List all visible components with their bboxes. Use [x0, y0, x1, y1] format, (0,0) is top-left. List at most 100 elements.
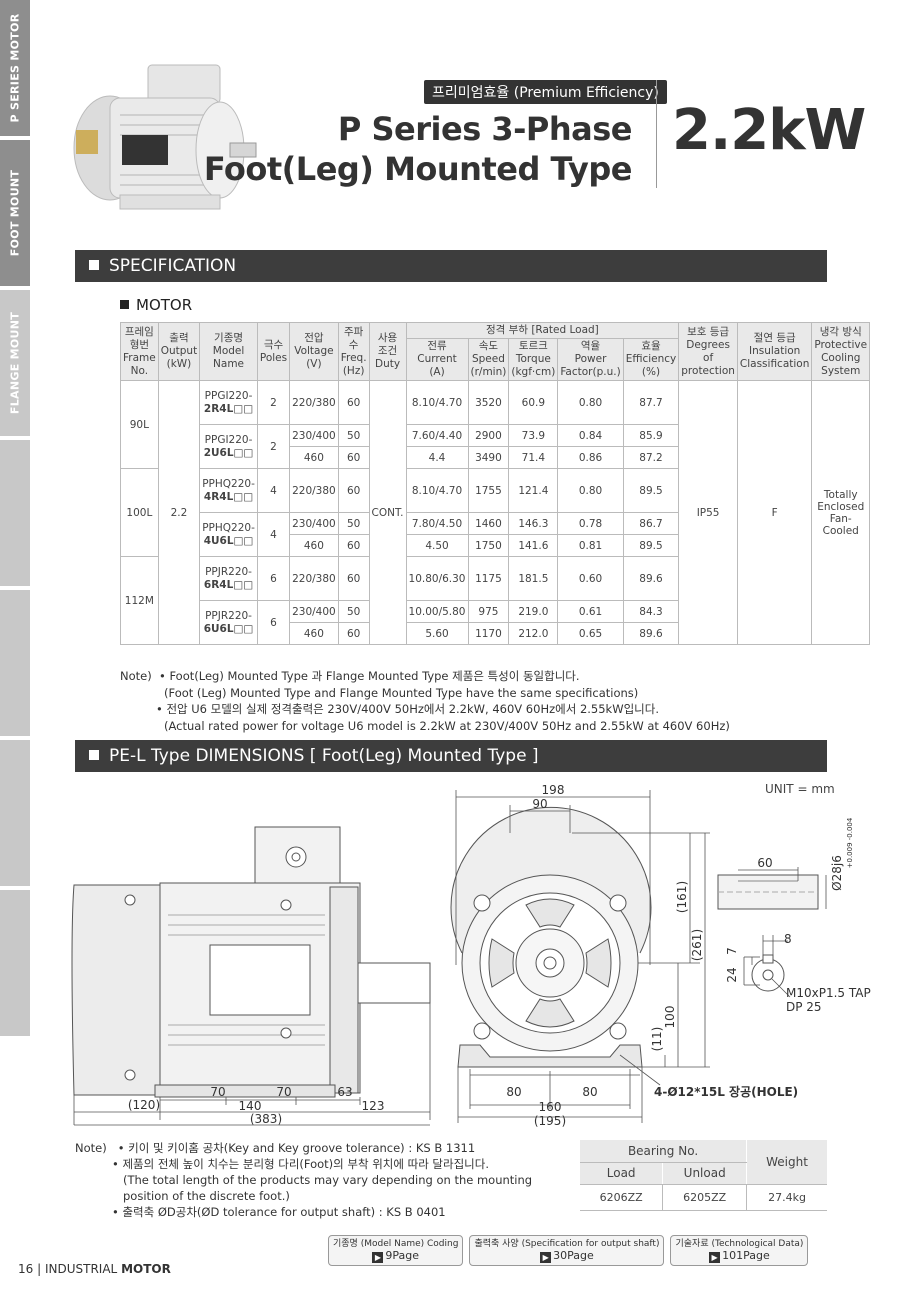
current-cell: 10.80/6.30 [405, 556, 469, 601]
cooling-cell: Totally Enclosed Fan-Cooled [811, 380, 871, 645]
th-speed: 속도 Speed (r/min) [467, 338, 510, 381]
model-prefix: PPHQ220- [202, 521, 255, 534]
th-protection: 보호 등급 Degrees of protection [678, 322, 738, 381]
th-rated-load: 정격 부하 [Rated Load] [405, 322, 680, 339]
model-prefix: PPGI220- [204, 433, 253, 446]
ref-page: 101Page [722, 1249, 770, 1262]
freq-cell: 50 [337, 600, 370, 623]
frame-cell: 100L [120, 468, 159, 557]
th-cooling: 냉각 방식 Protective Cooling System [811, 322, 871, 381]
voltage-cell: 460 [289, 446, 339, 469]
square-bullet-icon [120, 300, 129, 309]
dim-70-a: 70 [210, 1085, 225, 1099]
model-cell: PPJR220-6R4L□□ [199, 556, 258, 601]
arrow-right-icon: ▶ [372, 1252, 384, 1263]
ref-model-name-coding[interactable]: 기종명 (Model Name) Coding ▶9Page [328, 1235, 464, 1266]
side-tab-5[interactable] [0, 590, 30, 738]
bearing-table: Bearing No. Weight Load Unload 6206ZZ 62… [580, 1140, 827, 1211]
speed-cell: 1170 [467, 622, 510, 645]
page-number: 16 [18, 1262, 34, 1276]
side-tab-p-series-motor[interactable]: P SERIES MOTOR [0, 0, 30, 138]
torque-cell: 73.9 [508, 424, 559, 447]
ref-output-shaft-spec[interactable]: 출력축 사양 (Specification for output shaft) ▶… [469, 1235, 665, 1266]
th-load: Load [580, 1162, 663, 1185]
ref-technological-data[interactable]: 기술자료 (Technological Data)▶101Page [670, 1235, 809, 1266]
model-prefix: PPGI220- [204, 389, 253, 402]
bottom-note-2-en: (The total length of the products may va… [123, 1173, 533, 1203]
model-cell: PPHQ220-4U6L□□ [199, 512, 258, 557]
th-torque: 토르크 Torque (kgf·cm) [508, 338, 559, 381]
dimension-drawing: 70 70 63 (120) 140 123 (383) [71, 783, 871, 1128]
frame-cell: 90L [120, 380, 159, 469]
side-tab-6[interactable] [0, 740, 30, 888]
th-weight: Weight [746, 1140, 827, 1185]
current-cell: 7.60/4.40 [405, 424, 469, 447]
unit-label: UNIT = mm [765, 782, 835, 796]
note-1: • Foot(Leg) Mounted Type 과 Flange Mounte… [159, 669, 580, 683]
model-suffix: 2U6L□□ [203, 446, 254, 459]
poles-cell: 4 [256, 512, 291, 557]
dimension-notes: Note) • 키이 및 키이홈 공차(Key and Key groove t… [75, 1140, 565, 1220]
specification-title: SPECIFICATION [109, 256, 237, 276]
side-tab-flange-mount[interactable]: FLANGE MOUNT [0, 290, 30, 438]
speed-cell: 1175 [467, 556, 510, 601]
freq-cell: 60 [337, 534, 370, 557]
footer-text: INDUSTRIAL [44, 1262, 118, 1276]
shaft-detail [717, 874, 819, 992]
torque-cell: 181.5 [508, 556, 559, 601]
square-bullet-icon [89, 750, 99, 760]
dimensions-title: PE-L Type DIMENSIONS [ Foot(Leg) Mounted… [109, 746, 539, 766]
side-tab-foot-mount[interactable]: FOOT MOUNT [0, 140, 30, 288]
ref-title: 기종명 (Model Name) Coding [333, 1239, 459, 1249]
front-view [450, 806, 652, 1068]
side-tab-label: FOOT MOUNT [8, 169, 22, 257]
poles-cell: 2 [256, 380, 291, 425]
efficiency-cell: 89.5 [622, 534, 680, 557]
freq-cell: 60 [337, 380, 370, 425]
dim-shaft-tol: +0.009 -0.004 [846, 817, 854, 868]
torque-cell: 60.9 [508, 380, 559, 425]
speed-cell: 1460 [467, 512, 510, 535]
arrow-right-icon: ▶ [540, 1252, 552, 1263]
current-cell: 4.50 [405, 534, 469, 557]
header-divider [656, 80, 657, 188]
poles-cell: 4 [256, 468, 291, 513]
weight-value: 27.4kg [746, 1184, 827, 1211]
th-unload: Unload [662, 1162, 747, 1185]
torque-cell: 141.6 [508, 534, 559, 557]
dim-100: 100 [663, 1006, 677, 1029]
efficiency-cell: 89.5 [622, 468, 680, 513]
output-cell: 2.2 [157, 380, 201, 645]
reference-links: 기종명 (Model Name) Coding▶9Page 출력축 사양 (Sp… [328, 1235, 809, 1266]
page-title-line1: P Series 3-Phase [337, 110, 633, 148]
dim-140: 140 [239, 1099, 262, 1113]
protection-cell: IP55 [678, 380, 738, 645]
torque-cell: 219.0 [508, 600, 559, 623]
th-insulation: 절연 등급 Insulation Classification [736, 322, 813, 381]
side-tab-7[interactable] [0, 890, 30, 1038]
dim-160: 160 [539, 1100, 562, 1114]
ref-title: 출력축 사양 (Specification for output shaft) [474, 1239, 660, 1249]
side-dim-lines [73, 1003, 431, 1126]
side-tab-4[interactable] [0, 440, 30, 588]
spec-notes: Note) • Foot(Leg) Mounted Type 과 Flange … [120, 668, 730, 734]
side-tab-label: P SERIES MOTOR [8, 13, 22, 123]
dim-90: 90 [532, 797, 547, 811]
dim-63: 63 [337, 1085, 352, 1099]
th-efficiency: 효율 Efficiency (%) [622, 338, 680, 381]
power-factor-cell: 0.78 [557, 512, 624, 535]
ref-page: 9Page [385, 1249, 420, 1262]
power-factor-cell: 0.61 [557, 600, 624, 623]
dim-261: (261) [690, 929, 704, 961]
duty-cell: CONT. [368, 380, 407, 645]
power-factor-cell: 0.65 [557, 622, 624, 645]
bottom-note-1: • 키이 및 키이홈 공차(Key and Key groove toleran… [117, 1141, 476, 1155]
current-cell: 4.4 [405, 446, 469, 469]
